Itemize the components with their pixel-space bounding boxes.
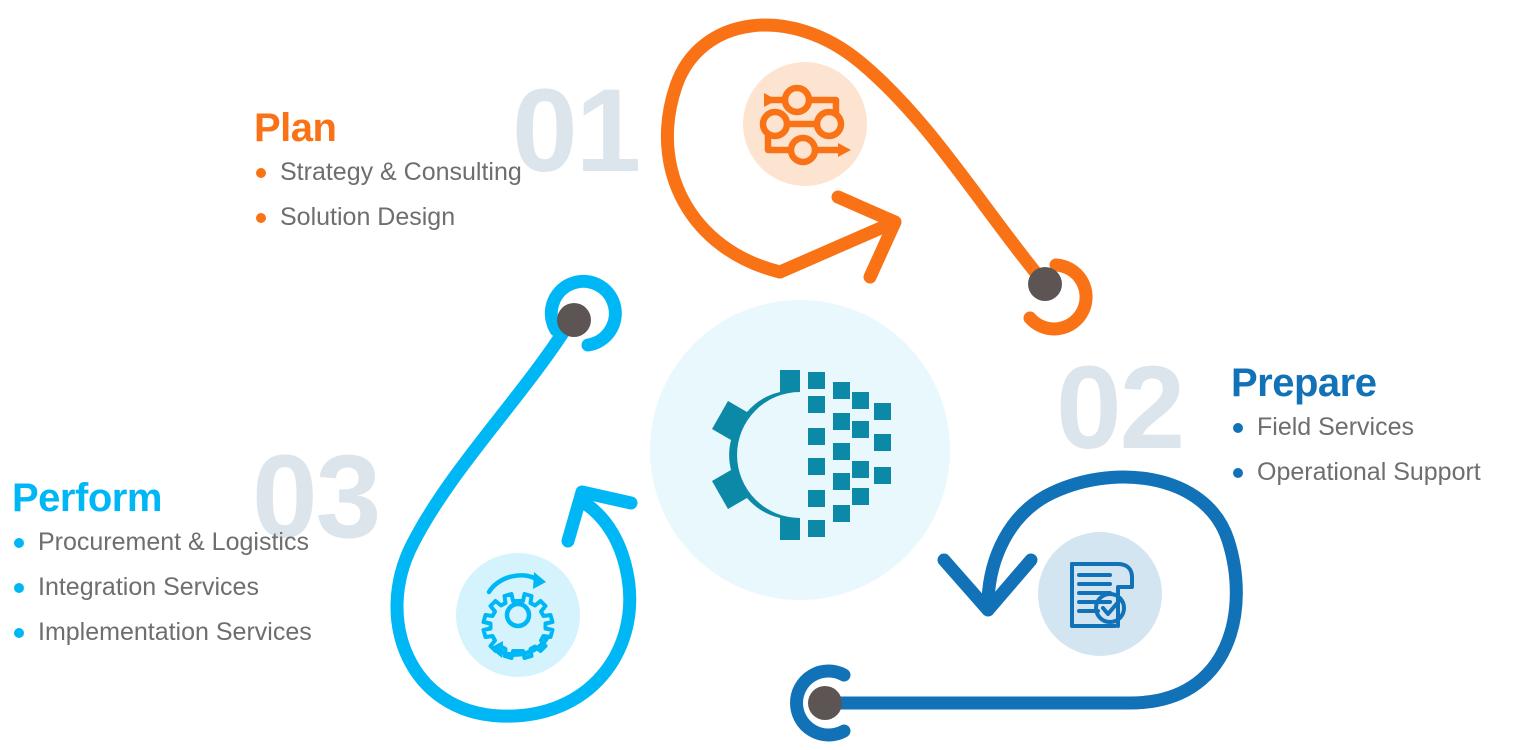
list-item: Field Services — [1231, 415, 1481, 440]
list-item: Solution Design — [254, 205, 522, 230]
center-circle — [650, 300, 950, 600]
workflow-icon-arrow-left — [764, 93, 777, 107]
step-title-perform: Perform — [12, 476, 162, 520]
step-number-03: 03 — [252, 431, 381, 563]
step-number-01: 01 — [512, 65, 641, 197]
list-item-label: Solution Design — [280, 203, 456, 231]
orange-dot-ring — [1023, 258, 1093, 336]
step-block-plan: Plan Strategy & Consulting Solution Desi… — [254, 108, 522, 250]
gear-refresh-arrow-top — [533, 572, 546, 589]
list-item-label: Implementation Services — [38, 618, 312, 646]
cyan-loop-path — [390, 318, 637, 723]
center-pixel-squares — [808, 372, 891, 537]
bullet-icon — [256, 213, 266, 223]
center-hub-group — [650, 300, 950, 600]
step-title-plan: Plan — [254, 106, 337, 150]
orange-arrowhead — [773, 217, 897, 279]
orange-node-dot — [1028, 267, 1062, 301]
blue-arrowhead-wing — [937, 553, 1038, 617]
step-block-perform: Perform Procurement & Logistics Integrat… — [12, 478, 312, 665]
blue-node-dot — [808, 686, 842, 720]
step-list-prepare: Field Services Operational Support — [1231, 415, 1481, 485]
orange-loop-path — [661, 18, 1051, 290]
center-gear-icon — [712, 370, 800, 540]
list-item-label: Procurement & Logistics — [38, 528, 309, 556]
bullet-icon — [14, 628, 24, 638]
document-check-icon — [1070, 562, 1134, 628]
blue-loop-group — [790, 470, 1243, 742]
bullet-icon — [256, 168, 266, 178]
list-item-label: Integration Services — [38, 573, 259, 601]
gear-refresh-arrow-bottom — [490, 641, 503, 658]
blue-dot-ring — [790, 664, 851, 742]
step-block-prepare: Prepare Field Services Operational Suppo… — [1231, 363, 1481, 505]
step-list-plan: Strategy & Consulting Solution Design — [254, 160, 522, 230]
list-item-label: Field Services — [1257, 413, 1414, 441]
perform-icon-circle — [456, 553, 580, 677]
orange-arrowhead-wing — [831, 190, 902, 284]
bullet-icon — [14, 538, 24, 548]
step-list-perform: Procurement & Logistics Integration Serv… — [12, 530, 312, 645]
cyan-loop-group — [390, 274, 638, 723]
bullet-icon — [1233, 423, 1243, 433]
bullet-icon — [1233, 468, 1243, 478]
list-item: Strategy & Consulting — [254, 160, 522, 185]
list-item: Procurement & Logistics — [12, 530, 312, 555]
list-item: Implementation Services — [12, 620, 312, 645]
orange-loop-group — [661, 18, 1093, 336]
list-item-label: Strategy & Consulting — [280, 158, 522, 186]
list-item-label: Operational Support — [1257, 458, 1481, 486]
cyan-arrowhead-wing — [561, 485, 638, 548]
list-item: Integration Services — [12, 575, 312, 600]
step-title-prepare: Prepare — [1231, 361, 1377, 405]
cyan-dot-ring — [544, 274, 622, 352]
blue-loop-path — [825, 470, 1243, 710]
bullet-icon — [14, 583, 24, 593]
workflow-icon-arrow-right — [838, 143, 851, 157]
step-number-02: 02 — [1056, 342, 1185, 474]
cyan-node-dot — [557, 303, 591, 337]
list-item: Operational Support — [1231, 460, 1481, 485]
